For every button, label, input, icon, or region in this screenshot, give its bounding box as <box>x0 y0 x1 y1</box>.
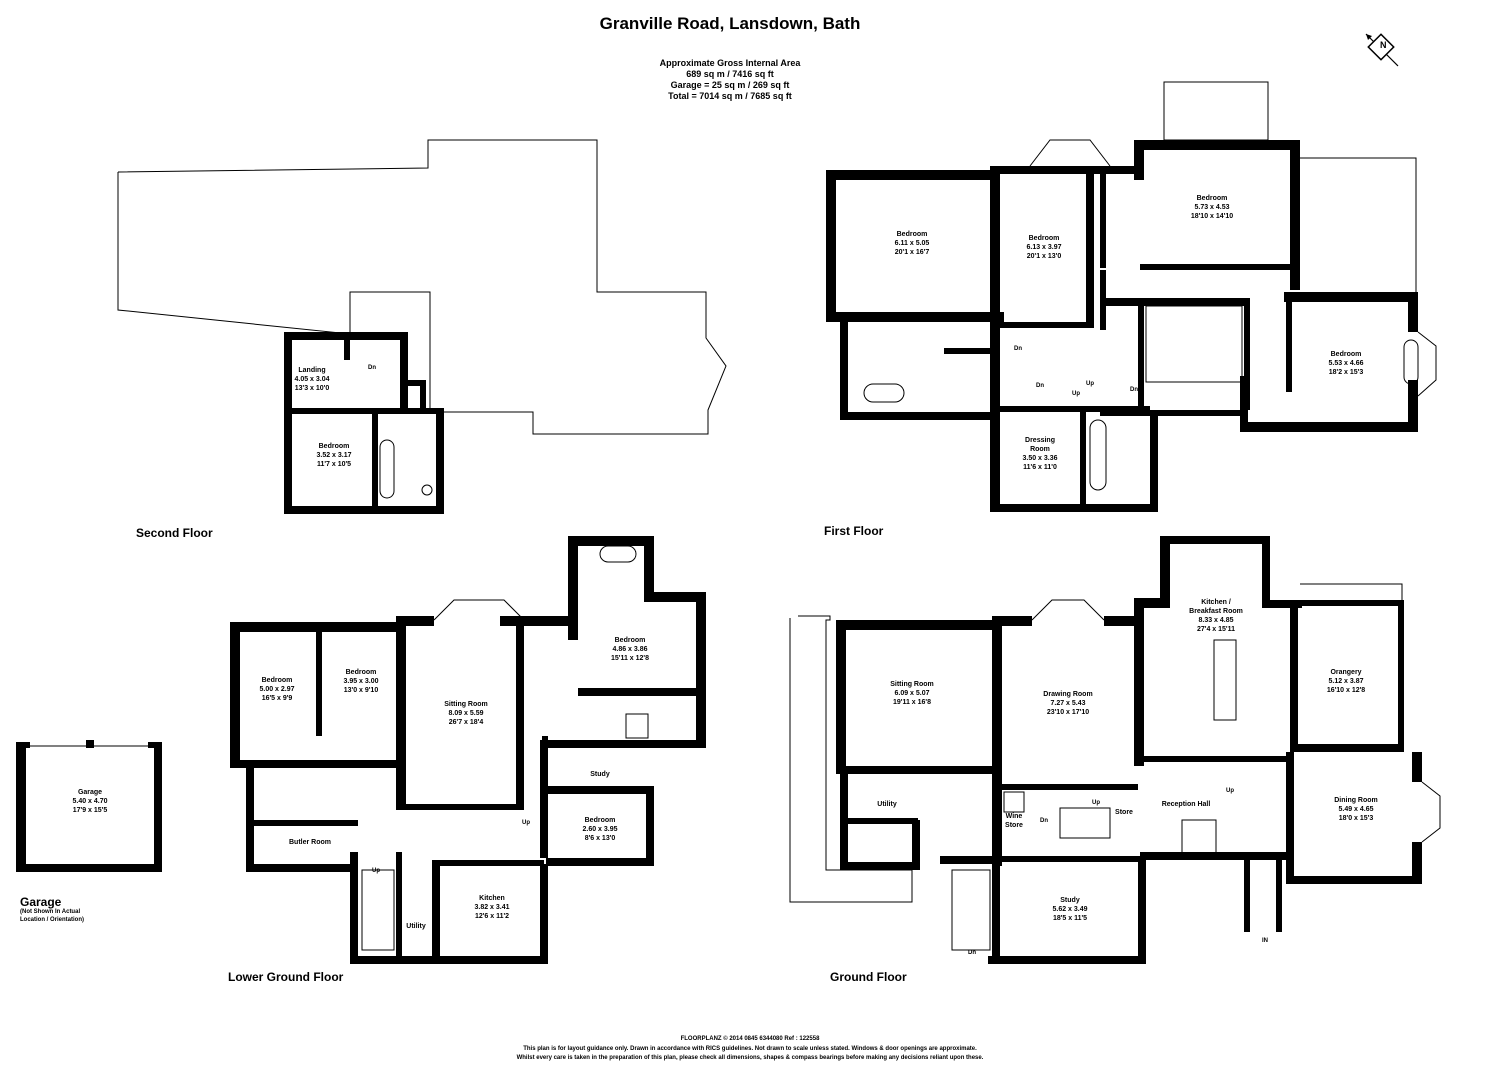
room-sf-landing: Landing 4.05 x 3.04 13'3 x 10'0 <box>294 367 330 392</box>
room-ff-bedroom-3: Bedroom 5.73 x 4.53 18'10 x 14'10 <box>1190 195 1234 220</box>
room-lg-kitchen: Kitchen 3.82 x 3.41 12'6 x 11'2 <box>474 895 510 920</box>
room-lg-utility: Utility <box>406 923 426 930</box>
marker-dn-ff-2: Dn <box>1036 383 1044 389</box>
ground-floor-walls <box>789 536 1441 964</box>
area-garage: Garage = 25 sq m / 269 sq ft <box>670 80 790 90</box>
garage-note-1: (Not Shown In Actual <box>20 909 81 915</box>
marker-dn-gf-1: Dn <box>1040 818 1048 824</box>
marker-up-lg-2: Up <box>372 868 380 874</box>
marker-entrance-in: IN <box>1262 938 1268 944</box>
room-gf-reception-hall: Reception Hall <box>1161 801 1211 808</box>
garage-walls <box>16 740 162 872</box>
room-gf-sitting-room: Sitting Room 6.09 x 5.07 19'11 x 16'8 <box>890 681 934 706</box>
room-ff-bedroom-2: Bedroom 6.13 x 3.97 20'1 x 13'0 <box>1026 235 1062 260</box>
marker-up-gf-2: Up <box>1226 788 1234 794</box>
room-gf-study: Study 5.62 x 3.49 18'5 x 11'5 <box>1052 897 1088 922</box>
marker-up-gf-1: Up <box>1092 800 1100 806</box>
marker-up-ff-1: Up <box>1086 381 1094 387</box>
room-gf-orangery: Orangery 5.12 x 3.87 16'10 x 12'8 <box>1326 669 1366 694</box>
room-ff-bedroom-1: Bedroom 6.11 x 5.05 20'1 x 16'7 <box>894 231 930 256</box>
room-lg-bedroom-1: Bedroom 5.00 x 2.97 16'5 x 9'9 <box>259 677 295 702</box>
area-summary: Approximate Gross Internal Area 689 sq m… <box>560 58 900 102</box>
garage-floor-label: Garage <box>20 895 62 909</box>
area-total: Total = 7014 sq m / 7685 sq ft <box>668 91 792 101</box>
second-floor-label: Second Floor <box>136 526 213 540</box>
room-gf-utility: Utility <box>877 801 897 808</box>
second-floor-roof-outline <box>117 139 727 435</box>
room-lg-study: Study <box>590 771 610 778</box>
compass-icon <box>1365 33 1399 67</box>
room-gf-wine-store: Wine Store <box>1005 813 1023 829</box>
room-lg-bedroom-4: Bedroom 2.60 x 3.95 8'6 x 13'0 <box>582 817 618 842</box>
room-lg-bedroom-2: Bedroom 3.95 x 3.00 13'0 x 9'10 <box>343 669 379 694</box>
room-lg-sitting-room: Sitting Room 8.09 x 5.59 26'7 x 18'4 <box>444 701 488 726</box>
first-floor-label: First Floor <box>824 524 884 538</box>
room-garage: Garage 5.40 x 4.70 17'9 x 15'5 <box>72 789 108 814</box>
marker-up-ff-2: Up <box>1072 391 1080 397</box>
marker-dn-ff-3: Dn <box>1130 387 1138 393</box>
marker-dn-gf-2: Dn <box>968 950 976 956</box>
room-ff-bedroom-4: Bedroom 5.53 x 4.66 18'2 x 15'3 <box>1328 351 1364 376</box>
room-lg-bedroom-3: Bedroom 4.86 x 3.86 15'11 x 12'8 <box>611 637 649 662</box>
ground-floor-label: Ground Floor <box>830 970 907 984</box>
compass-north-label: N <box>1380 40 1387 50</box>
second-floor-walls <box>284 332 444 514</box>
room-gf-drawing-room: Drawing Room 7.27 x 5.43 23'10 x 17'10 <box>1043 691 1093 716</box>
room-ff-dressing-room: Dressing Room 3.50 x 3.36 11'6 x 11'0 <box>1022 437 1058 471</box>
lower-ground-floor-walls <box>230 536 706 964</box>
garage-note-2: Location / Orientation) <box>20 917 84 923</box>
marker-dn-sf: Dn <box>368 365 376 371</box>
room-sf-bedroom: Bedroom 3.52 x 3.17 11'7 x 10'5 <box>316 443 352 468</box>
area-main: 689 sq m / 7416 sq ft <box>686 69 774 79</box>
footer-credit: FLOORPLANZ © 2014 0845 6344080 Ref : 122… <box>680 1036 820 1042</box>
lower-ground-floor-label: Lower Ground Floor <box>228 970 344 984</box>
marker-up-lg-1: Up <box>522 820 530 826</box>
plan-title: Granville Road, Lansdown, Bath <box>599 14 861 33</box>
area-heading: Approximate Gross Internal Area <box>659 58 801 68</box>
room-gf-dining-room: Dining Room 5.49 x 4.65 18'0 x 15'3 <box>1334 797 1378 822</box>
room-lg-butler-room: Butler Room <box>289 839 331 846</box>
room-gf-kitchen-breakfast: Kitchen / Breakfast Room 8.33 x 4.85 27'… <box>1189 599 1243 633</box>
footer-disclaimer-2: Whilst every care is taken in the prepar… <box>516 1055 984 1061</box>
first-floor-walls <box>826 81 1437 512</box>
room-gf-store: Store <box>1115 809 1133 816</box>
footer-disclaimer-1: This plan is for layout guidance only. D… <box>523 1046 977 1052</box>
marker-dn-ff-1: Dn <box>1014 346 1022 352</box>
